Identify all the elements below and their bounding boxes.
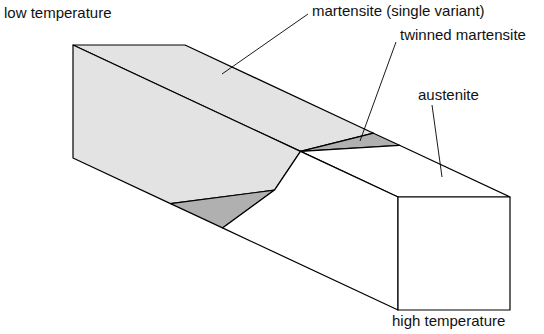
- phase-label: twinned martensite: [400, 26, 526, 44]
- leader-line: [360, 42, 396, 141]
- end-face: [398, 197, 510, 310]
- martensite-region: [73, 45, 301, 204]
- temperature-label: high temperature: [392, 312, 505, 330]
- austenite-region: [223, 151, 399, 310]
- temperature-label: low temperature: [4, 4, 112, 22]
- phase-label: austenite: [418, 86, 479, 104]
- leader-line: [432, 105, 442, 177]
- leader-line: [222, 14, 308, 74]
- phase-label: martensite (single variant): [312, 2, 485, 20]
